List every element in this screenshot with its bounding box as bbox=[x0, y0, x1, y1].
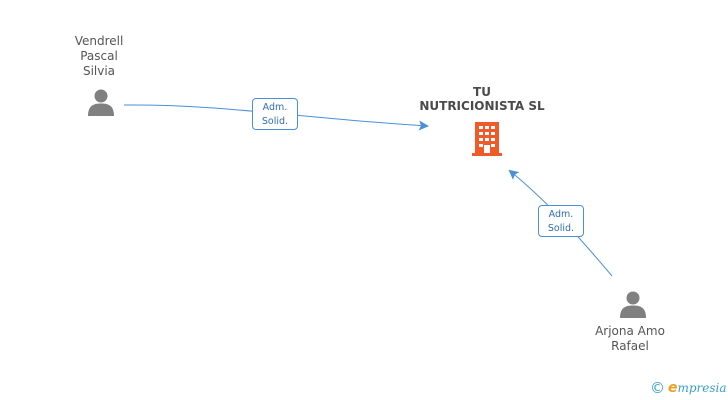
person-icon[interactable] bbox=[87, 88, 115, 116]
brand-logo: ©empresia bbox=[650, 379, 727, 397]
person-name-arjona[interactable]: Arjona Amo Rafael bbox=[580, 324, 680, 354]
person-icon[interactable] bbox=[619, 290, 647, 318]
building-icon[interactable] bbox=[472, 122, 502, 156]
person-name-line: Rafael bbox=[611, 339, 649, 353]
relation-label-arjona[interactable]: Adm. Solid. bbox=[538, 205, 584, 237]
brand-logo-letter: e bbox=[668, 380, 678, 396]
company-name[interactable]: TU NUTRICIONISTA SL bbox=[412, 85, 552, 113]
company-name-line: TU bbox=[473, 85, 491, 99]
company-name-line: NUTRICIONISTA SL bbox=[419, 99, 545, 113]
relation-label-line: Adm. bbox=[548, 209, 574, 220]
relation-label-line: Solid. bbox=[547, 223, 575, 234]
relation-label-line: Solid. bbox=[261, 116, 289, 127]
person-name-line: Silvia bbox=[82, 64, 116, 78]
person-name-line: Pascal bbox=[80, 49, 118, 63]
copyright-icon: © bbox=[650, 379, 665, 397]
relation-label-vendrell[interactable]: Adm. Solid. bbox=[252, 98, 298, 130]
brand-logo-text: mpresia bbox=[677, 381, 727, 395]
person-name-vendrell[interactable]: Vendrell Pascal Silvia bbox=[49, 34, 149, 79]
relation-label-line: Adm. bbox=[262, 102, 288, 113]
person-name-line: Vendrell bbox=[74, 34, 124, 48]
person-name-line: Arjona Amo bbox=[595, 324, 665, 338]
